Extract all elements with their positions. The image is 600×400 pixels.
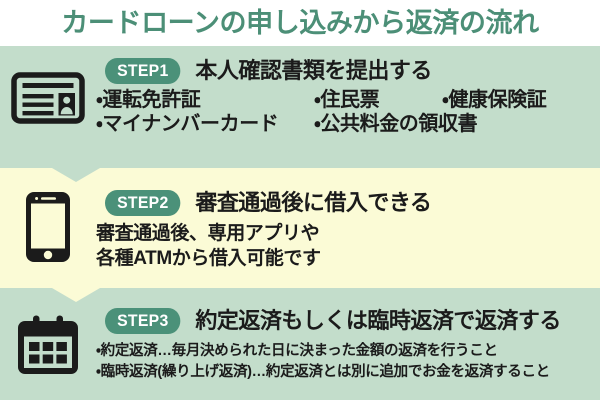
step-3-heading-row: STEP3 約定返済もしくは臨時返済で返済する xyxy=(105,308,594,335)
step-1-badge: STEP1 xyxy=(105,58,181,85)
document-item: ・住民票 xyxy=(314,89,380,112)
description-line: 審査通過後、専用アプリや xyxy=(96,223,320,245)
step-2-icon-container xyxy=(0,168,96,264)
step-1-heading-row: STEP1 本人確認書類を提出する xyxy=(105,58,594,85)
step-2-description: 審査通過後、専用アプリや 各種ATMから借入可能です xyxy=(96,222,594,271)
step-3-heading: 約定返済もしくは臨時返済で返済する xyxy=(195,308,561,334)
step-3-icon-container xyxy=(0,288,96,376)
document-item: ・公共料金の領収書 xyxy=(314,113,478,136)
step-section-2: STEP2 審査通過後に借入できる 審査通過後、専用アプリや 各種ATMから借入… xyxy=(0,168,600,302)
calendar-icon xyxy=(18,315,78,374)
document-item: ・運転免許証 xyxy=(96,89,201,112)
description-line: ・臨時返済(繰り上げ返済)…約定返済とは別に追加でお金を返済すること xyxy=(96,364,550,381)
description-line: 各種ATMから借入可能です xyxy=(96,247,321,269)
page-title-text: カードローンの申し込みから返済の流れ xyxy=(61,7,539,38)
step-2-connector-notch xyxy=(52,288,100,302)
step-2-heading: 審査通過後に借入できる xyxy=(195,190,432,216)
step-1-document-row-1: ・運転免許証 ・住民票 ・健康保険証 xyxy=(96,88,594,112)
page-title: カードローンの申し込みから返済の流れ xyxy=(0,0,600,46)
step-3-description: ・約定返済…毎月決められた日に決まった金額の返済を行うこと ・臨時返済(繰り上げ… xyxy=(96,341,594,383)
document-item: ・健康保険証 xyxy=(442,89,547,112)
document-item: ・マイナンバーカード xyxy=(96,113,279,136)
step-section-1: STEP1 本人確認書類を提出する ・運転免許証 ・住民票 ・健康保険証 ・マイ… xyxy=(0,46,600,182)
description-line: ・約定返済…毎月決められた日に決まった金額の返済を行うこと xyxy=(96,343,498,360)
step-1-connector-notch xyxy=(52,168,100,182)
step-1-heading: 本人確認書類を提出する xyxy=(195,58,432,84)
step-1-document-row-2: ・マイナンバーカード ・公共料金の領収書 xyxy=(96,112,594,136)
step-section-3: STEP3 約定返済もしくは臨時返済で返済する ・約定返済…毎月決められた日に決… xyxy=(0,288,600,400)
step-3-badge: STEP3 xyxy=(105,308,181,335)
step-1-icon-container xyxy=(0,46,96,124)
step-2-heading-row: STEP2 審査通過後に借入できる xyxy=(105,190,594,217)
smartphone-icon xyxy=(26,192,70,262)
id-card-icon xyxy=(11,72,85,124)
step-2-badge: STEP2 xyxy=(105,190,181,217)
step-1-document-list: ・運転免許証 ・住民票 ・健康保険証 ・マイナンバーカード ・公共料金の領収書 xyxy=(96,88,594,136)
